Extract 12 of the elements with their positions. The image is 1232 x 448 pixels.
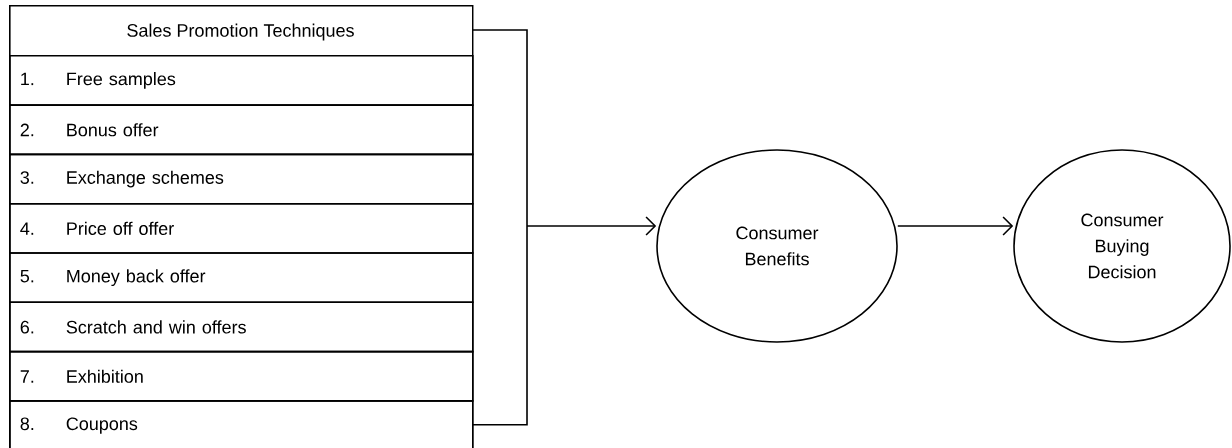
table-row: 1. Free samples xyxy=(9,55,474,106)
arrow xyxy=(897,216,1014,236)
table-row: 5. Money back offer xyxy=(9,252,474,304)
table-row: 6. Scratch and win offers xyxy=(9,301,474,353)
table-row: 2. Bonus offer xyxy=(9,104,474,156)
ellipse-node: Consumer Benefits xyxy=(656,149,898,343)
table-row: 3. Exchange schemes xyxy=(9,153,474,205)
table-row: 7. Exhibition xyxy=(9,350,474,402)
ellipse-node: Consumer Buying Decision xyxy=(1013,149,1231,343)
arrow xyxy=(526,216,657,236)
table-row: 4. Price off offer xyxy=(9,202,474,254)
table-row: 8. Coupons xyxy=(9,400,474,448)
